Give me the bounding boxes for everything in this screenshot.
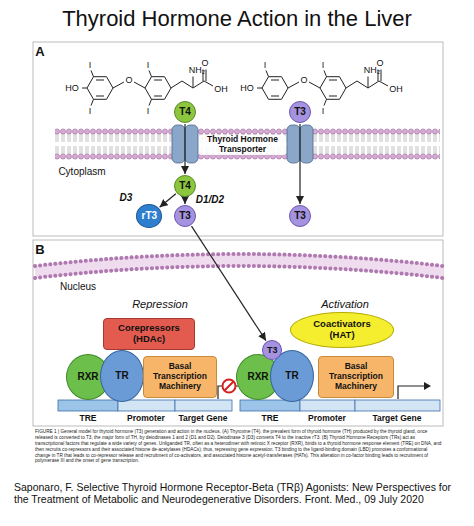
arrow-connector: [184, 198, 185, 204]
atom-label: I: [264, 60, 267, 70]
hormone-circle: T3: [262, 340, 282, 360]
enzyme-label: D3: [120, 192, 133, 204]
arrow-connector: [184, 124, 185, 174]
node-text: RXR: [247, 371, 268, 383]
node-text: Coactivators (HAT): [305, 319, 380, 341]
dna-strand: [58, 400, 440, 411]
node-text: T4: [179, 106, 191, 118]
dna-region-label: Target Gene: [373, 414, 422, 424]
transporter: [172, 125, 313, 163]
node-text: rT3: [141, 210, 156, 222]
atom-label: I: [322, 106, 325, 116]
node-text: T4: [179, 180, 191, 192]
node-text: Corepressors (HDAc): [106, 323, 192, 345]
arrow-connector: [299, 124, 300, 204]
atom-label: I: [89, 60, 92, 70]
hormone-circle: T3: [289, 205, 311, 227]
t4-molecule: [82, 70, 213, 106]
atom-label: O: [376, 58, 383, 68]
node-text: T3: [294, 210, 306, 222]
node-text: Basal Transcription Machinery: [321, 362, 391, 391]
panel-frame: [33, 42, 443, 236]
receptor-ellipse: TR: [100, 350, 144, 402]
atom-label: OH: [214, 84, 228, 94]
cell-membrane: [55, 128, 440, 160]
coactivator-ellipse: Coactivators (HAT): [290, 312, 394, 348]
dna-region-label: TRE: [262, 414, 279, 424]
dna-region-label: Promoter: [127, 414, 165, 424]
t3-molecule: [257, 70, 388, 106]
hormone-circle: T3: [174, 205, 196, 227]
atom-label: I: [147, 106, 150, 116]
arrow-connector: [192, 226, 267, 341]
figure-caption: FIGURE 1 | General model for thyroid hor…: [35, 429, 443, 464]
atom-label: O: [125, 75, 132, 85]
atom-label: OH: [389, 84, 403, 94]
node-text: T3: [179, 210, 191, 222]
atom-label: HO: [240, 83, 254, 93]
machinery-box: Basal Transcription Machinery: [143, 356, 217, 398]
citation: Saponaro, F. Selective Thyroid Hormone R…: [14, 481, 462, 505]
hormone-circle: T4: [174, 175, 196, 197]
dna-region-label: Target Gene: [179, 414, 228, 424]
node-text: TR: [115, 370, 128, 382]
hormone-circle: T4: [174, 101, 196, 123]
node-text: T3: [294, 106, 306, 118]
hormone-circle: rT3: [136, 204, 163, 228]
enzyme-label: D1/D2: [196, 194, 224, 206]
atom-label: I: [147, 60, 150, 70]
hormone-circle: T3: [289, 101, 311, 123]
nuclear-envelope: [35, 254, 443, 278]
panel-frame: [33, 240, 443, 426]
atom-label: I: [89, 106, 92, 116]
panel-letter: B: [35, 243, 44, 258]
dna-region-label: TRE: [80, 414, 97, 424]
panel-letter: A: [35, 45, 44, 60]
transcription-arrow: [398, 382, 431, 399]
node-text: T3: [267, 345, 277, 355]
region-label: Nucleus: [60, 281, 96, 293]
atom-label: O: [300, 75, 307, 85]
page-title: Thyroid Hormone Action in the Liver: [0, 6, 474, 31]
node-text: Basal Transcription Machinery: [146, 362, 214, 391]
atom-label: HO: [65, 83, 79, 93]
structure-label: Thyroid Hormone Transporter: [199, 135, 286, 155]
dna-region-label: Promoter: [308, 414, 346, 424]
node-text: TR: [285, 370, 298, 382]
corepressor-box: Corepressors (HDAc): [103, 318, 195, 350]
blocked-transcription: [218, 380, 238, 400]
atom-label: I: [322, 60, 325, 70]
state-label: Repression: [132, 298, 188, 311]
state-label: Activation: [321, 298, 369, 311]
atom-label: O: [201, 58, 208, 68]
machinery-box: Basal Transcription Machinery: [318, 356, 394, 398]
arrow-connector: [160, 194, 176, 208]
region-label: Cytoplasm: [58, 166, 105, 178]
node-text: RXR: [77, 371, 98, 383]
